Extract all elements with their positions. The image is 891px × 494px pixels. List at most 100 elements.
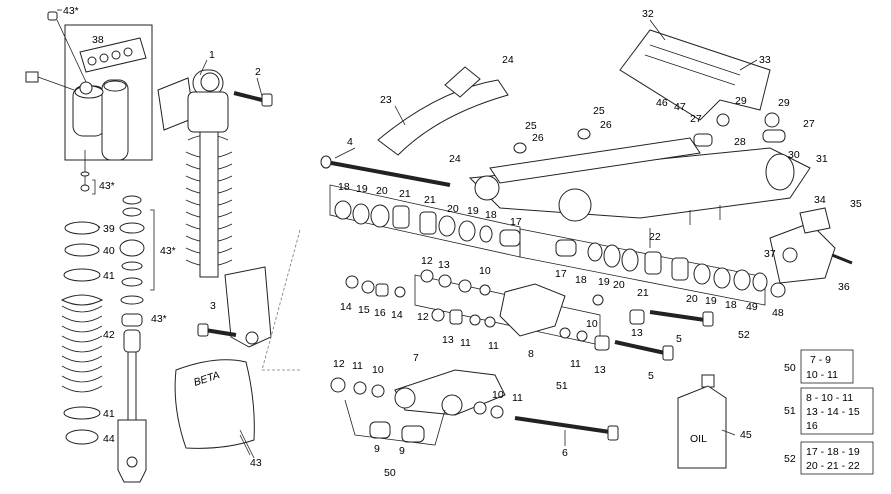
spring-parts-right	[117, 195, 155, 483]
label-19d: 19	[705, 295, 717, 307]
label-11b: 11	[488, 340, 499, 352]
kit-51: 51 8 - 10 - 11 13 - 14 - 15 16	[784, 387, 874, 435]
label-16: 16	[374, 307, 386, 319]
label-44: 44	[103, 433, 115, 445]
label-18b: 18	[485, 209, 497, 221]
kit-50-num: 50	[784, 362, 796, 374]
valve-stack	[80, 150, 96, 195]
label-12b: 12	[417, 311, 429, 323]
spring-parts-left	[60, 221, 104, 445]
label-47: 47	[674, 101, 686, 113]
label-3: 3	[210, 300, 216, 312]
label-14b: 14	[391, 309, 403, 321]
leader-lines	[57, 9, 758, 456]
lower-linkage	[330, 369, 619, 446]
kit-52-line-2: 20 - 21 - 22	[806, 460, 860, 472]
label-24a: 24	[502, 54, 514, 66]
kit-52-line-1: 17 - 18 - 19	[806, 446, 860, 458]
label-9a: 9	[374, 443, 380, 455]
label-21c: 21	[637, 287, 649, 299]
label-29b: 29	[778, 97, 790, 109]
label-27b: 27	[803, 118, 815, 130]
label-23: 23	[380, 94, 392, 106]
label-17b: 17	[555, 268, 567, 280]
label-22: 22	[649, 231, 661, 243]
label-45: 45	[740, 429, 752, 441]
label-11a: 11	[460, 337, 471, 349]
label-33: 33	[759, 54, 771, 66]
small-parts-top	[513, 112, 786, 154]
label-13b: 13	[442, 334, 454, 346]
label-25a: 25	[525, 120, 537, 132]
rear-shock-absorber	[157, 69, 272, 348]
label-41b: 41	[103, 408, 115, 420]
label-10a: 10	[479, 265, 491, 277]
label-21a: 21	[399, 188, 411, 200]
label-29a: 29	[735, 95, 747, 107]
link-assembly	[345, 269, 714, 361]
reservoir-detail	[25, 19, 153, 161]
label-32: 32	[642, 8, 654, 20]
label-42: 42	[103, 329, 115, 341]
label-41a: 41	[103, 270, 115, 282]
caliper-bracket	[769, 207, 853, 284]
label-21b: 21	[424, 194, 436, 206]
bolt-2	[233, 91, 273, 107]
kit-50: 50 7 - 9 10 - 11	[784, 349, 854, 384]
label-2: 2	[255, 66, 261, 78]
label-20d: 20	[686, 293, 698, 305]
part-labels: 43* 38 43* 1 2 3 4 5 5 6 7 8 9 9 10 10 1…	[63, 5, 862, 479]
label-39: 39	[103, 223, 115, 235]
label-18a: 18	[338, 181, 350, 193]
label-49: 49	[746, 301, 758, 313]
kit-legend: 50 7 - 9 10 - 11 51 8 - 10 - 11 13 - 14 …	[784, 349, 874, 475]
kit-50-line-2: 10 - 11	[806, 369, 838, 381]
label-28: 28	[734, 136, 746, 148]
kit-52-num: 52	[784, 453, 796, 465]
label-14a: 14	[340, 301, 352, 313]
label-10d: 10	[492, 389, 504, 401]
label-10c: 10	[372, 364, 384, 376]
label-15: 15	[358, 304, 370, 316]
bearing-row-right	[519, 228, 786, 306]
label-51: 51	[556, 380, 568, 392]
label-43: 43	[250, 457, 262, 469]
oil-label: OIL	[690, 433, 707, 445]
label-24b: 24	[449, 153, 461, 165]
label-13a: 13	[438, 259, 450, 271]
oil-bottle: OIL	[677, 374, 727, 469]
label-26b: 26	[600, 119, 612, 131]
label-43-star-c: 43*	[151, 313, 167, 325]
label-19a: 19	[356, 183, 368, 195]
label-8: 8	[528, 348, 534, 360]
label-11d: 11	[352, 360, 363, 372]
label-31: 31	[816, 153, 828, 165]
label-34: 34	[814, 194, 826, 206]
label-30: 30	[788, 149, 800, 161]
label-19c: 19	[598, 276, 610, 288]
label-38: 38	[92, 34, 104, 46]
label-6: 6	[562, 447, 568, 459]
label-25b: 25	[593, 105, 605, 117]
label-26a: 26	[532, 132, 544, 144]
label-12c: 12	[333, 358, 345, 370]
label-12a: 12	[421, 255, 433, 267]
kit-51-num: 51	[784, 405, 796, 417]
kit-50-line-1: 7 - 9	[810, 354, 831, 366]
chain-slider	[377, 66, 509, 156]
kit-52: 52 17 - 18 - 19 20 - 21 - 22	[784, 441, 874, 475]
label-13d: 13	[594, 364, 606, 376]
label-48: 48	[772, 307, 784, 319]
label-46: 46	[656, 97, 668, 109]
bearing-row-left	[329, 184, 521, 258]
label-9b: 9	[399, 445, 405, 457]
label-35: 35	[850, 198, 862, 210]
label-43-star-a: 43*	[99, 180, 115, 192]
pivot-shaft	[320, 155, 451, 187]
label-4: 4	[347, 136, 353, 148]
label-20b: 20	[447, 203, 459, 215]
parts-bag: BETA	[174, 359, 255, 459]
kit-51-line-3: 16	[806, 420, 818, 432]
label-19b: 19	[467, 205, 479, 217]
label-1: 1	[209, 49, 215, 61]
